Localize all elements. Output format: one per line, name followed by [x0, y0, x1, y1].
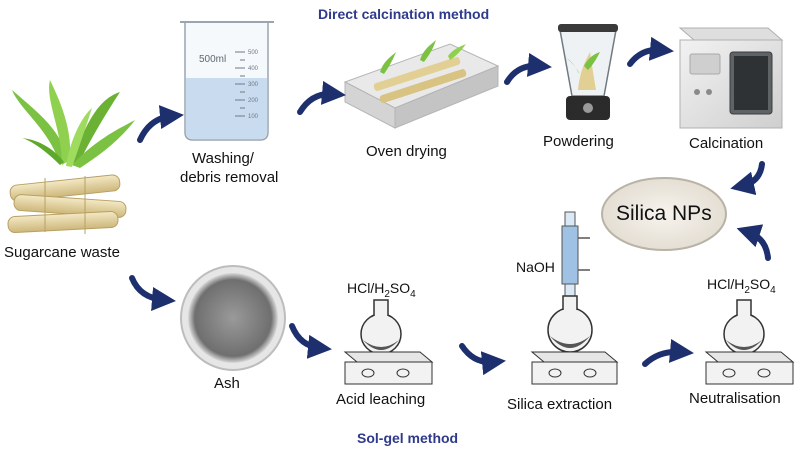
beaker-volume-label: 500ml	[199, 54, 226, 65]
arrow-source-to-washing	[137, 105, 184, 143]
beaker-tick-500: 500	[248, 50, 259, 56]
arrow-oven-to-powder	[504, 52, 552, 85]
reagent-acid-sub-a-2: 2	[744, 284, 750, 296]
reagent-acid-sub-b-2: 4	[770, 284, 776, 296]
reagent-acid-neutralisation: HCl/H2SO4	[707, 276, 776, 296]
label-acid-leaching: Acid leaching	[336, 391, 426, 408]
sugarcane-leaves-icon	[12, 80, 135, 168]
beaker-icon	[180, 21, 274, 141]
label-silica-extraction: Silica extraction	[507, 396, 613, 413]
label-neutralisation: Neutralisation	[689, 390, 781, 407]
furnace-icon	[678, 27, 784, 129]
arrow-washing-to-oven	[297, 80, 346, 115]
reagent-naoh: NaOH	[516, 259, 555, 275]
label-silica-nps: Silica NPs	[616, 202, 712, 225]
sol-gel-title: Sol-gel method	[357, 430, 459, 446]
beaker-tick-200: 200	[248, 98, 259, 104]
reagent-acid-b-2: SO	[749, 276, 771, 292]
label-washing-line1: Washing/	[192, 150, 254, 167]
label-ash: Ash	[214, 375, 240, 392]
reagent-acid-b: SO	[389, 280, 411, 296]
label-calcination: Calcination	[689, 135, 764, 152]
reagent-acid-a-2: HCl/H	[707, 276, 745, 292]
label-washing-line2: debris removal	[180, 169, 279, 186]
sugarcane-stalks-icon	[7, 174, 127, 234]
arrow-neutral-to-silica	[736, 224, 771, 261]
silica-nps-disc	[601, 177, 727, 251]
hotplate-flask-neutralisation-icon	[704, 299, 795, 385]
arrow-source-to-ash	[129, 275, 176, 311]
ash-dish-icon	[180, 265, 286, 371]
label-powdering: Powdering	[543, 133, 614, 150]
arrow-extraction-to-neutral	[642, 338, 694, 367]
drying-tray-icon	[343, 40, 500, 129]
beaker-tick-400: 400	[248, 66, 259, 72]
reagent-acid-sub-a: 2	[384, 288, 390, 300]
reagent-acid-sub-b: 4	[410, 288, 416, 300]
reagent-acid-a: HCl/H	[347, 280, 385, 296]
hotplate-flask-extraction-icon	[530, 211, 619, 385]
arrow-powder-to-calcination	[627, 36, 674, 67]
direct-calcination-title: Direct calcination method	[318, 6, 490, 22]
blender-icon	[558, 24, 618, 120]
arrow-ash-to-leaching	[289, 323, 332, 359]
arrow-calcination-to-silica	[730, 161, 765, 196]
label-sugarcane-waste: Sugarcane waste	[4, 244, 120, 261]
hotplate-flask-acid-leaching-icon	[343, 299, 434, 385]
beaker-tick-300: 300	[248, 82, 259, 88]
label-oven-drying: Oven drying	[366, 143, 447, 160]
beaker-tick-100: 100	[248, 114, 259, 120]
arrow-leaching-to-extraction	[459, 343, 506, 376]
reagent-acid-leaching: HCl/H2SO4	[347, 280, 416, 300]
